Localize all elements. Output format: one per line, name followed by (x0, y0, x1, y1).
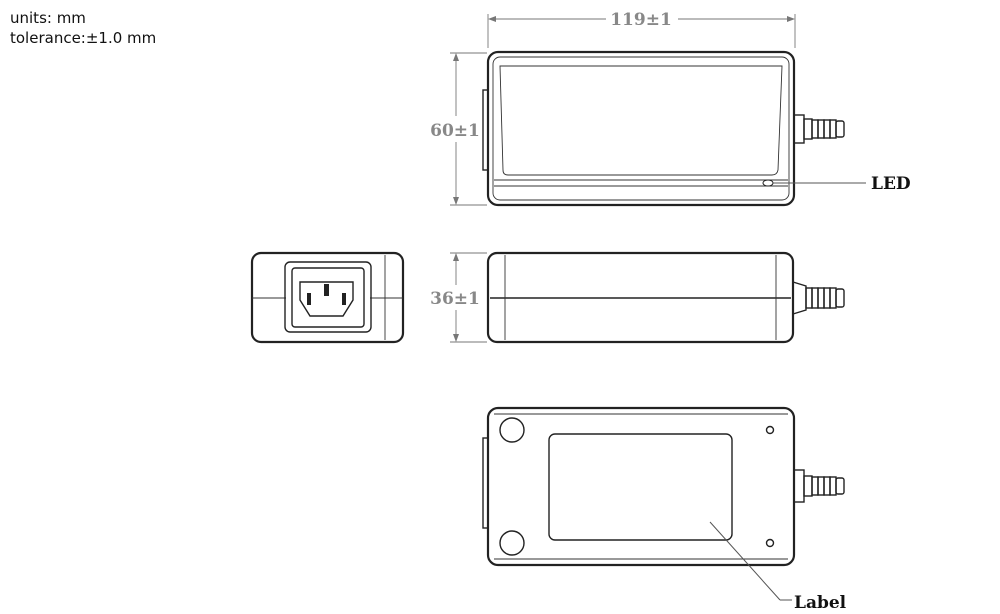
bottom-view: Label (482, 406, 847, 613)
screw-hole (765, 538, 775, 548)
units-note: units: mm (10, 9, 86, 27)
end-view (250, 251, 405, 344)
rubber-foot (499, 417, 525, 443)
top-view: 119±1 60±1 LED (430, 10, 911, 207)
rubber-foot (499, 530, 525, 556)
led-indicator (762, 179, 774, 187)
screw-hole (765, 425, 775, 435)
label-area (548, 433, 733, 541)
dc-cable (792, 281, 845, 315)
label-callout: Label (794, 593, 847, 613)
height-dimension: 36±1 (430, 289, 480, 309)
length-dimension: 119±1 (610, 10, 672, 30)
dc-cable (793, 469, 845, 503)
iec-inlet-icon (299, 281, 354, 317)
led-callout: LED (871, 174, 911, 194)
tolerance-note: tolerance:±1.0 mm (10, 29, 157, 47)
dc-cable (793, 114, 845, 144)
side-view: 36±1 (430, 251, 845, 344)
width-dimension: 60±1 (430, 121, 480, 141)
drawing-notes: units: mm tolerance:±1.0 mm (10, 8, 156, 48)
